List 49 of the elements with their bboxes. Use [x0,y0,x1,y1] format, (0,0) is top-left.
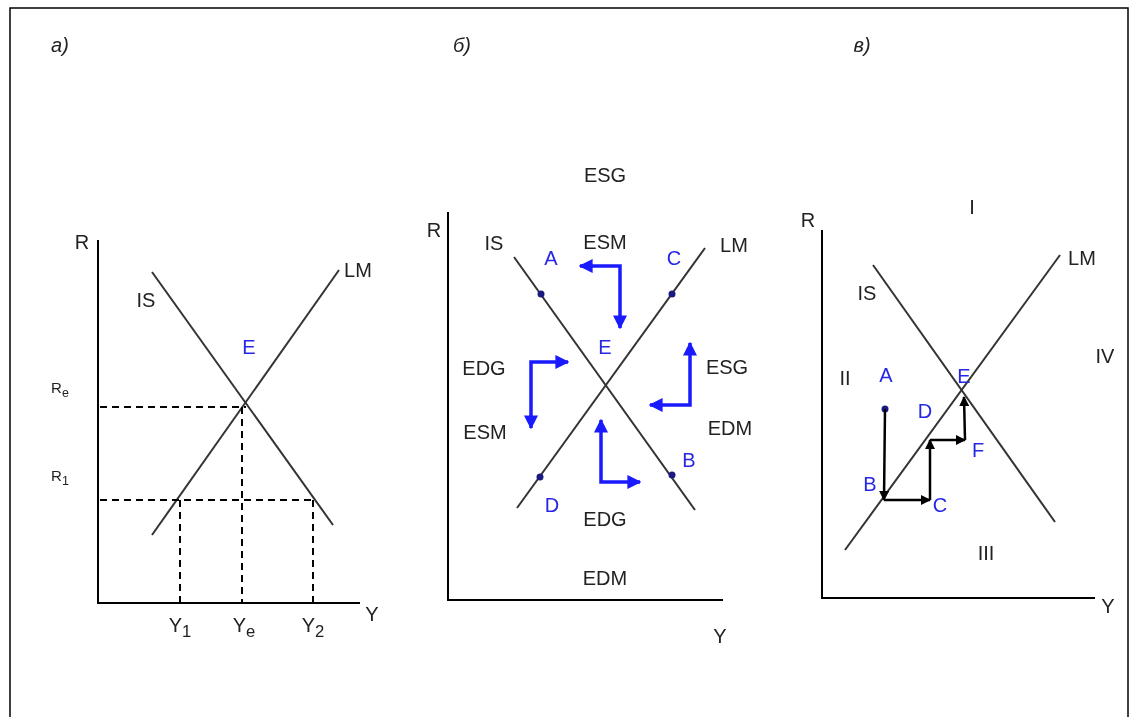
region-label: ESM [583,232,627,252]
axis-label: Y [1101,596,1115,616]
region-label: III [977,543,995,563]
arrow [879,409,890,501]
axis-label: R [74,232,90,252]
region-label: II [839,368,851,388]
region-label: EDG [583,509,627,529]
tick-label: Y$_{e}$ [232,615,256,641]
panel-label: а) [51,35,69,55]
tick-label: R$_{1}$ [51,468,69,488]
point-label: B [861,473,888,504]
point-label: E [242,337,256,357]
curve-label: LM [1068,248,1096,268]
point-label: D [916,400,934,444]
curve-label: IS [136,290,156,310]
point-label: B [682,450,696,470]
region-label: ESM [463,422,507,442]
tick-label: Y$_{2}$ [301,615,325,641]
point-label: E [955,365,973,401]
region-label: ESG [583,165,627,185]
axis-label: R [426,220,442,240]
tick-label: Y$_{1}$ [168,615,192,641]
arrow [884,495,931,505]
point-label: D [544,495,560,515]
point-label: E [598,337,612,357]
panel-label: в) [853,35,871,55]
region-label: I [969,197,975,217]
point-label: C [926,494,949,516]
point-label: A [544,248,558,268]
region-label: EDG [462,358,506,378]
point-label: A [877,364,895,413]
region-label: ESG [705,357,749,377]
curve-label: LM [344,260,372,280]
tick-label: R$_{e}$ [51,380,69,400]
arrow [925,439,935,500]
curve-label: IS [857,283,877,303]
region-label: EDM [707,418,753,438]
arrow [930,435,966,445]
panel-label: б) [453,35,471,55]
point-label: F [961,436,987,461]
region-label: IV [1095,346,1115,366]
curve-label: LM [720,235,748,255]
arrow [959,396,970,441]
axis-label: Y [713,626,727,646]
point-label: C [666,248,682,268]
region-label: EDM [582,568,628,588]
axis-label: Y [365,604,379,624]
curve-label: IS [484,233,504,253]
axis-label: R [800,210,816,230]
